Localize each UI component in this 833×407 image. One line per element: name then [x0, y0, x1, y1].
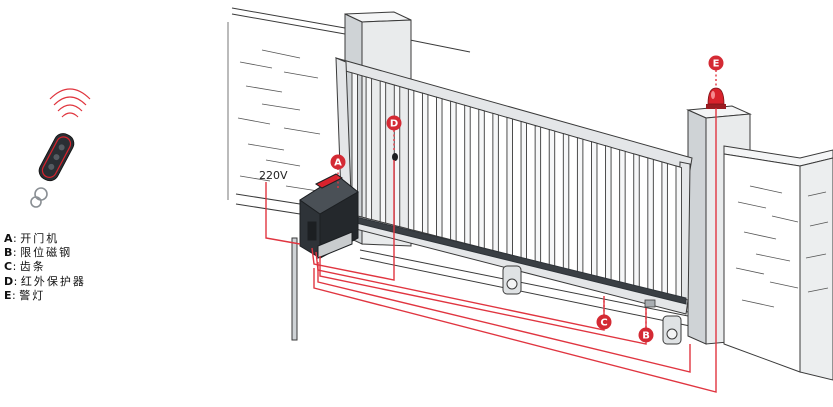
legend-item-d: D: 红外保护器 [4, 275, 86, 289]
gate-bar [675, 165, 682, 299]
radio-wave-icon [49, 88, 91, 118]
gate-bar [619, 149, 626, 285]
gate-bar [562, 132, 570, 271]
gate-bar [520, 120, 527, 260]
legend-item-b: B: 限位磁钢 [4, 246, 86, 260]
marker-b-label: B [642, 331, 650, 342]
legend-key: A [4, 232, 14, 245]
marker-b: B [638, 327, 654, 343]
gate-bar [548, 128, 556, 267]
legend-text: 限位磁钢 [20, 246, 73, 260]
gate-bar [464, 104, 471, 246]
legend-separator: : [12, 288, 16, 302]
warning-lamp-icon [706, 87, 726, 109]
marker-e: E [708, 55, 724, 71]
gate-bar [492, 112, 499, 253]
gate-bar [450, 100, 457, 242]
voltage-label: 220V [259, 169, 288, 182]
gate-motor-icon [299, 173, 359, 259]
legend-text: 红外保护器 [20, 274, 86, 288]
legend-text: 开门机 [20, 232, 60, 245]
legend: A: 开门机 B: 限位磁钢 C: 齿条 D: 红外保护器 E: 警灯 [4, 232, 86, 303]
marker-c-label: C [600, 318, 607, 329]
legend-text: 警灯 [19, 288, 46, 302]
marker-a: A [330, 154, 346, 170]
rear-wall [231, 7, 471, 53]
legend-key: C [4, 260, 13, 274]
gate-bar [407, 88, 415, 231]
marker-d: D [386, 115, 402, 131]
legend-separator: : [13, 274, 18, 288]
legend-separator: : [13, 232, 17, 245]
legend-item-a: A: 开门机 [4, 232, 86, 246]
legend-key: E [4, 288, 13, 302]
limit-magnet [644, 299, 656, 308]
legend-key: B [4, 246, 13, 260]
legend-separator: : [12, 246, 17, 260]
gate-bar [436, 96, 443, 239]
gate-bar [647, 157, 654, 292]
marker-c: C [596, 314, 612, 330]
gate-bar [633, 153, 640, 289]
left-brick-wall [227, 22, 321, 200]
gate-bar [576, 137, 584, 274]
gate-bar [661, 161, 668, 296]
marker-a-label: A [334, 158, 342, 169]
gate-bars [351, 72, 682, 299]
gate-bar [605, 145, 612, 282]
gate-wheels [502, 265, 682, 345]
legend-key: D [4, 274, 14, 288]
gate-bar [506, 116, 513, 256]
legend-separator: : [12, 260, 17, 274]
pole [291, 237, 298, 341]
right-brick-texture [735, 185, 829, 308]
gate-bar [591, 141, 598, 278]
leader-lines [337, 70, 717, 328]
gate-bar [379, 80, 387, 224]
legend-item-e: E: 警灯 [4, 289, 86, 303]
gate-bar [478, 108, 485, 249]
remote-control-icon [30, 133, 75, 208]
gate-bar [365, 76, 373, 221]
marker-e-label: E [713, 59, 720, 70]
right-brick-wall [723, 145, 833, 381]
marker-d-label: D [390, 119, 398, 130]
legend-text: 齿条 [19, 260, 46, 274]
infrared-sensor [392, 153, 398, 161]
gate-bar [421, 92, 429, 235]
gate-bar [534, 124, 542, 264]
legend-item-c: C: 齿条 [4, 260, 86, 274]
